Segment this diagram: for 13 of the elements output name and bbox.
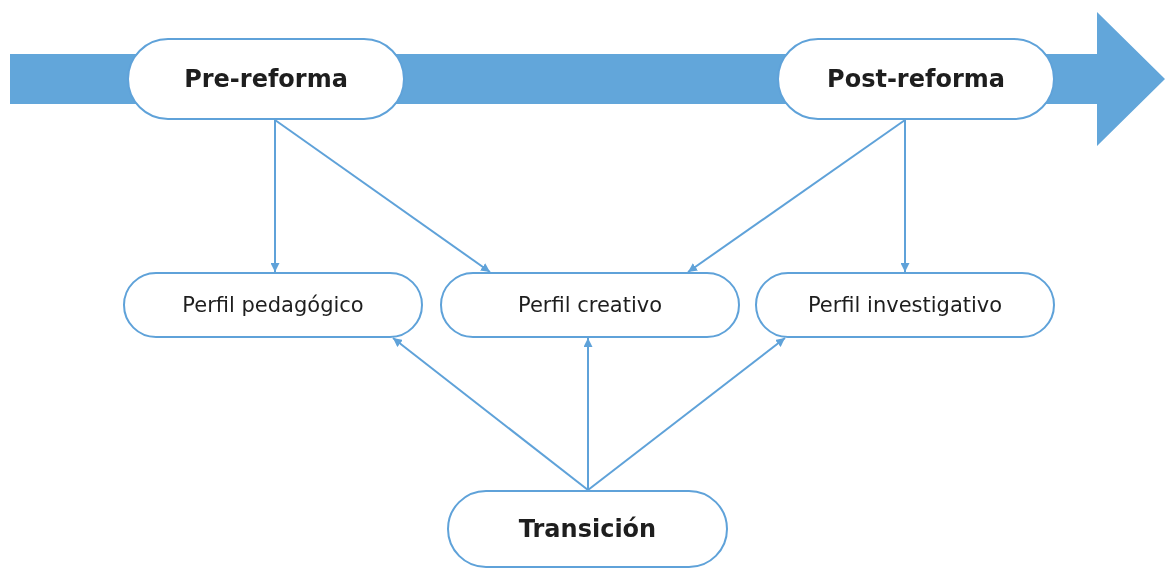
node-label: Post-reforma: [827, 65, 1005, 93]
arrow: [392, 337, 589, 491]
arrow: [587, 337, 786, 491]
node-label: Transición: [518, 515, 657, 543]
node-label: Perfil pedagógico: [182, 293, 364, 317]
arrow: [900, 119, 910, 273]
node-label: Perfil investigativo: [807, 293, 1003, 317]
arrow: [270, 119, 280, 273]
arrow: [274, 119, 491, 273]
node-label: Pre-reforma: [184, 65, 348, 93]
arrow: [583, 337, 593, 491]
arrow: [687, 119, 906, 273]
node-label: Perfil creativo: [517, 293, 663, 317]
